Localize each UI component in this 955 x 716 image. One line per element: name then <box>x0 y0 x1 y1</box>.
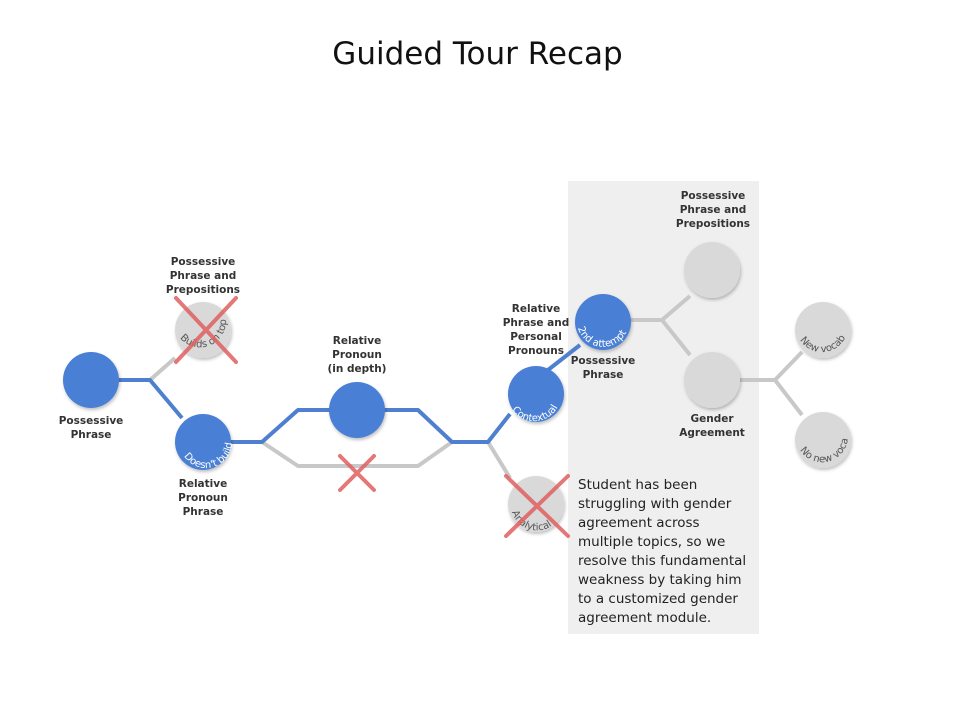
node-possessive-phrase <box>63 352 119 408</box>
label-gender-agreement: Gender Agreement <box>679 413 745 439</box>
path-to-no-new-vocab <box>773 378 804 417</box>
node-gender-agreement <box>684 352 740 408</box>
untaken-paths <box>148 294 804 480</box>
node-new-vocab <box>795 302 851 358</box>
label-possessive-phrase: Possessive Phrase <box>58 415 124 441</box>
taken-path <box>118 343 582 444</box>
slide-title: Guided Tour Recap <box>332 36 623 72</box>
rejected-marks <box>174 296 570 538</box>
label-builds-on-top: Possessive Phrase and Prepositions <box>165 256 241 296</box>
path-to-second-attempt <box>546 343 582 372</box>
path-to-relative-pronoun <box>230 408 330 444</box>
path-to-contextual <box>384 408 512 444</box>
node-doesnt-build <box>175 414 231 470</box>
path-to-gender <box>660 318 692 357</box>
explanation-note: Student has been struggling with gender … <box>578 477 747 626</box>
label-upper-right: Possessive Phrase and Prepositions <box>675 190 751 230</box>
node-upper-right <box>684 242 740 298</box>
path-start-to-doesnt-build <box>118 378 184 420</box>
node-relative-pronoun <box>329 382 385 438</box>
node-second-attempt <box>575 294 631 350</box>
node-no-new-vocab <box>795 412 851 468</box>
label-second-attempt: Possessive Phrase <box>570 355 636 381</box>
path-to-analytical <box>486 440 512 480</box>
cross-icon <box>504 474 570 538</box>
path-lower-branch <box>260 440 454 468</box>
label-relative-pronoun-phrase: Relative Pronoun Phrase <box>178 478 228 518</box>
label-relative-phrase-personal-pronouns: Relative Phrase and Personal Pronouns <box>502 303 570 357</box>
cross-icon <box>174 296 238 364</box>
node-contextual <box>508 366 564 422</box>
cross-icon <box>338 454 376 492</box>
path-to-builds <box>148 356 177 382</box>
label-relative-pronoun-in-depth: Relative Pronoun (in depth) <box>327 335 387 375</box>
